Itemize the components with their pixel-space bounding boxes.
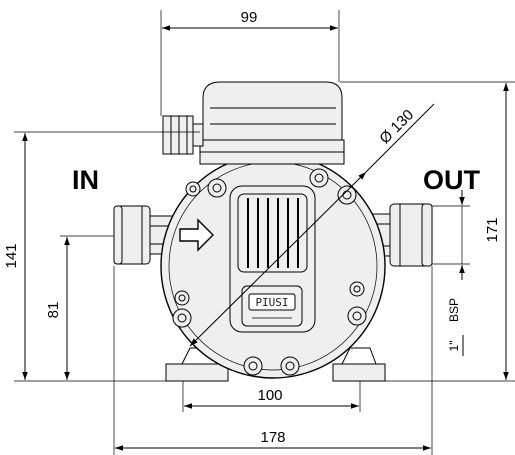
motor-top-box (199, 81, 345, 165)
base-rib-right (341, 347, 377, 365)
thread-size-label: 1" (447, 341, 461, 352)
base-foot-right (332, 363, 386, 382)
svg-text:PIUSI: PIUSI (255, 296, 288, 309)
dim-diameter-leader (189, 171, 367, 347)
outlet-label: OUT (423, 165, 481, 195)
base-foot-left (165, 363, 229, 382)
dimension-lines (14, 10, 515, 455)
dim-top-width-label: 99 (241, 9, 258, 26)
dim-overall-width-label: 178 (260, 429, 285, 446)
dim-left-height-label: 141 (3, 243, 20, 268)
inlet-label: IN (72, 165, 99, 195)
dim-port-height-label: 81 (45, 302, 62, 319)
dim-base-width-label: 100 (257, 387, 282, 404)
thread-standard-label: BSP (447, 298, 461, 322)
dim-right-height-label: 171 (484, 217, 501, 242)
cable-gland (162, 115, 204, 155)
